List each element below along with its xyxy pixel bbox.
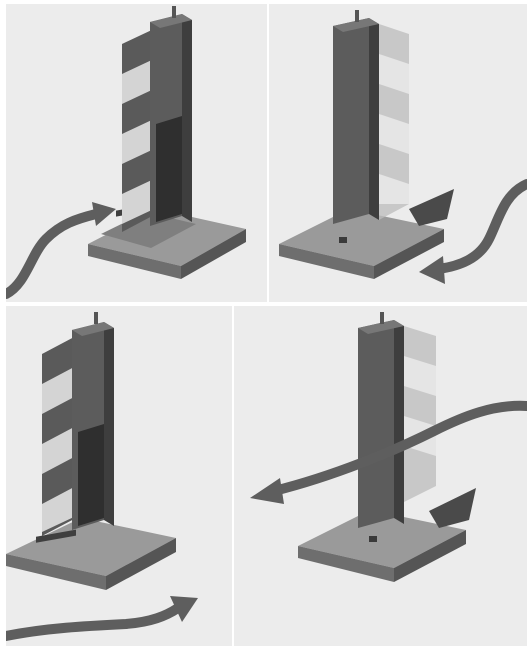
panel-bottom-right <box>234 306 527 646</box>
arrow-curving-up-right <box>6 596 198 636</box>
barrier-post-illustration <box>269 4 527 302</box>
panel-bottom-left <box>6 306 232 646</box>
barrier-post-illustration <box>6 4 267 302</box>
barrier-post <box>72 312 114 530</box>
barrier-post-illustration <box>6 306 232 646</box>
barrier-post <box>358 312 404 528</box>
hazard-stripes-right <box>404 326 436 502</box>
barrier-post <box>150 6 192 226</box>
barrier-base <box>6 518 176 590</box>
hazard-stripes-right <box>379 24 409 220</box>
panel-top-right <box>269 4 527 302</box>
barrier-post <box>333 10 379 224</box>
hazard-stripes-left <box>42 336 76 536</box>
barrier-post-illustration <box>234 306 527 646</box>
panel-top-left <box>6 4 267 302</box>
